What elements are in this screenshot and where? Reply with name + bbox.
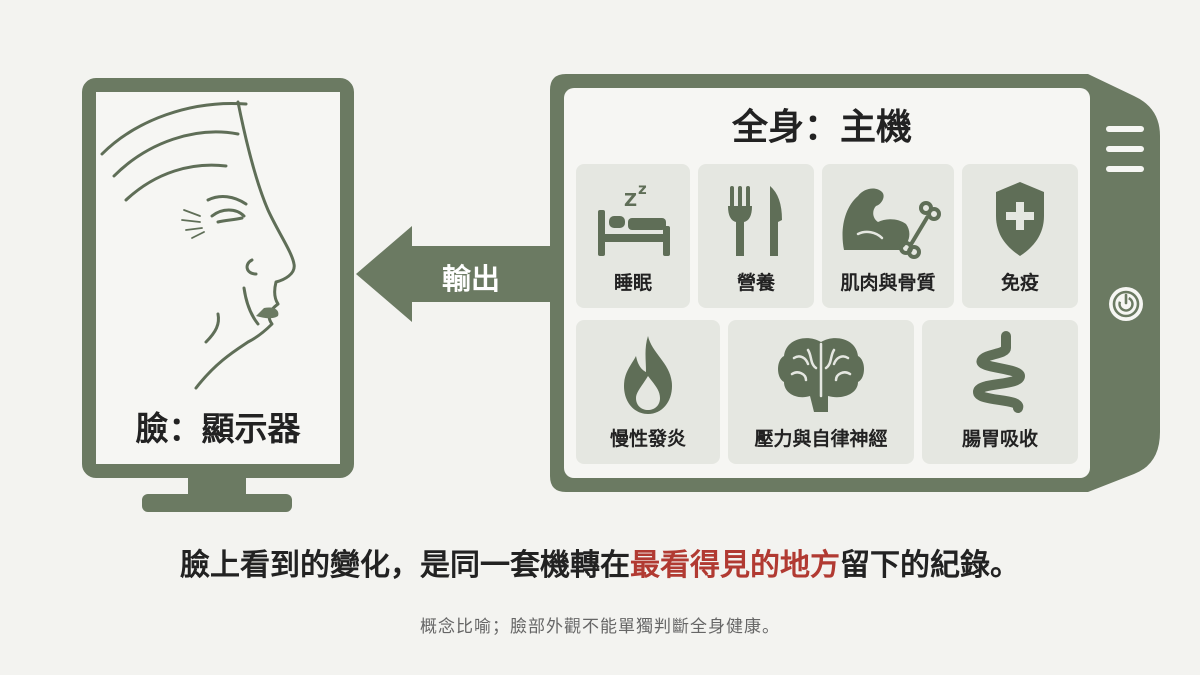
monitor-stand	[142, 494, 292, 512]
tile-sleep: Z z 睡眠	[576, 164, 690, 308]
caption-highlight: 最看得見的地方	[630, 548, 840, 583]
brain-icon	[778, 338, 864, 412]
tile-label: 免疫	[1000, 272, 1039, 294]
intestine-icon	[973, 331, 1025, 413]
tile-label: 睡眠	[613, 272, 652, 294]
vent-icon	[1106, 126, 1144, 172]
tile-label: 營養	[736, 272, 775, 294]
arrow-label: 輸出	[441, 262, 500, 296]
power-button-icon[interactable]	[1108, 286, 1144, 322]
tile-digestion: 腸胃吸收	[922, 320, 1078, 464]
svg-text:z: z	[638, 180, 647, 198]
tile-label: 肌肉與骨質	[840, 272, 936, 294]
tile-stress: 壓力與自律神經	[728, 320, 914, 464]
tile-label: 壓力與自律神經	[754, 428, 888, 450]
disclaimer-note: 概念比喻；臉部外觀不能單獨判斷全身健康。	[420, 617, 780, 637]
monitor-neck	[188, 476, 246, 498]
display-label: 臉：顯示器	[135, 409, 301, 448]
tile-muscle-bone: 肌肉與骨質	[822, 164, 954, 308]
tile-nutrition: 營養	[698, 164, 814, 308]
shield-plus-icon	[996, 182, 1044, 256]
muscle-bone-icon	[842, 188, 941, 259]
tile-immunity: 免疫	[962, 164, 1078, 308]
caption-after: 留下的紀錄。	[840, 548, 1020, 583]
fork-knife-icon	[728, 186, 782, 256]
output-arrow-icon	[356, 226, 556, 322]
sleep-bed-icon: Z z	[598, 180, 670, 256]
tile-label: 慢性發炎	[609, 428, 686, 450]
monitor-frame	[82, 78, 354, 478]
face-profile-icon	[100, 100, 296, 390]
tile-label: 腸胃吸收	[961, 428, 1038, 450]
tile-inflammation: 慢性發炎	[576, 320, 720, 464]
svg-text:Z: Z	[624, 190, 637, 211]
caption: 臉上看到的變化，是同一套機轉在最看得見的地方留下的紀錄。	[0, 540, 1200, 584]
caption-before: 臉上看到的變化，是同一套機轉在	[180, 548, 630, 583]
flame-icon	[624, 336, 672, 414]
host-title: 全身：主機	[731, 107, 912, 148]
